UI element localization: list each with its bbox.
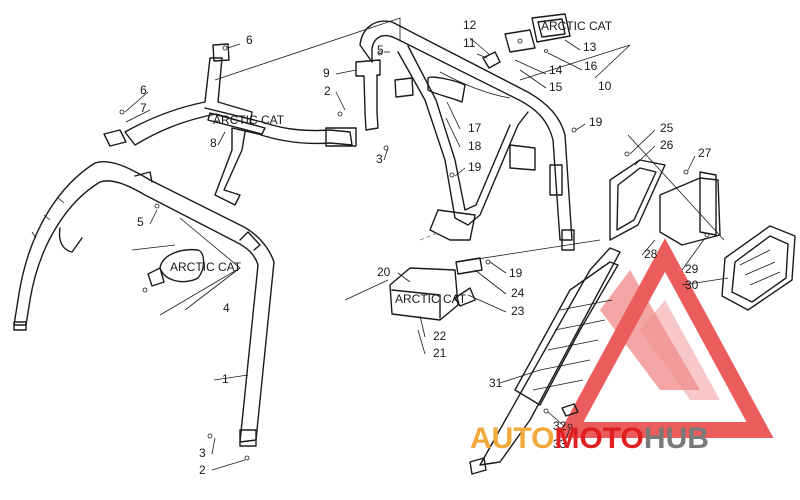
callout-c8: 8 xyxy=(210,136,217,150)
callout-c2a: 2 xyxy=(324,84,331,98)
callout-c2b: 2 xyxy=(199,463,206,477)
watermark-logo xyxy=(556,238,774,438)
mirror-emblem: ARCTIC CAT xyxy=(170,260,242,274)
callout-c9: 9 xyxy=(323,66,330,80)
callout-c21: 21 xyxy=(433,346,447,360)
callout-c31: 31 xyxy=(489,376,503,390)
lamp-lens-emblem: ARCTIC CAT xyxy=(541,19,613,33)
callout-c15: 15 xyxy=(549,80,563,94)
callout-c19c: 19 xyxy=(509,266,523,280)
rear-cross-bar: ARCTIC CAT xyxy=(103,43,357,206)
plate-cover: ARCTIC CAT xyxy=(344,239,601,321)
callout-c7: 7 xyxy=(140,101,147,115)
callout-c28: 28 xyxy=(644,247,658,261)
callout-c29: 29 xyxy=(685,262,699,276)
callout-c10: 10 xyxy=(598,79,612,93)
callout-c5b: 5 xyxy=(137,215,144,229)
callout-c22: 22 xyxy=(433,329,447,343)
rear-bar-emblem: ARCTIC CAT xyxy=(213,113,285,127)
callout-c5a: 5 xyxy=(377,43,384,57)
callout-c4: 4 xyxy=(223,301,230,315)
callout-numbers: 1223345566789101112131415161718191919202… xyxy=(137,18,712,477)
callout-c32: 32 xyxy=(553,419,567,433)
side-door-frame xyxy=(469,247,621,475)
callout-c30: 30 xyxy=(685,278,699,292)
callout-c12: 12 xyxy=(463,18,477,32)
callout-c27: 27 xyxy=(698,146,712,160)
callout-c20: 20 xyxy=(377,265,391,279)
callout-c6a: 6 xyxy=(246,33,253,47)
callout-c25: 25 xyxy=(660,121,674,135)
watermark-moto: MOTO xyxy=(554,422,643,455)
callout-c18: 18 xyxy=(468,139,482,153)
callout-c14: 14 xyxy=(549,63,563,77)
callout-c17: 17 xyxy=(468,121,482,135)
callout-c23: 23 xyxy=(511,304,525,318)
watermark-auto: AUTO xyxy=(470,422,554,455)
callout-c26: 26 xyxy=(660,138,674,152)
watermark-text: AUTOMOTOHUB xyxy=(470,422,709,455)
callout-c1: 1 xyxy=(222,372,229,386)
callout-c24: 24 xyxy=(511,286,525,300)
callout-c19b: 19 xyxy=(468,160,482,174)
callout-c13: 13 xyxy=(583,40,597,54)
plate-emblem: ARCTIC CAT xyxy=(395,292,467,306)
fasteners xyxy=(119,45,710,461)
mount-bracket xyxy=(355,59,414,131)
callout-c16: 16 xyxy=(584,59,598,73)
side-storage-assembly xyxy=(609,134,796,311)
upper-cage-frame xyxy=(359,20,575,251)
callout-c19a: 19 xyxy=(589,115,603,129)
callout-c3a: 3 xyxy=(376,152,383,166)
front-roll-bar xyxy=(13,161,275,447)
rear-view-mirror: ARCTIC CAT xyxy=(131,244,242,311)
leader-lines xyxy=(124,17,729,471)
watermark-hub: HUB xyxy=(644,422,709,455)
callout-c3b: 3 xyxy=(199,446,206,460)
callout-c33: 33 xyxy=(553,437,567,451)
callout-c11: 11 xyxy=(463,36,476,50)
callout-c6b: 6 xyxy=(140,83,147,97)
light-assembly: ARCTIC CAT xyxy=(439,13,613,99)
